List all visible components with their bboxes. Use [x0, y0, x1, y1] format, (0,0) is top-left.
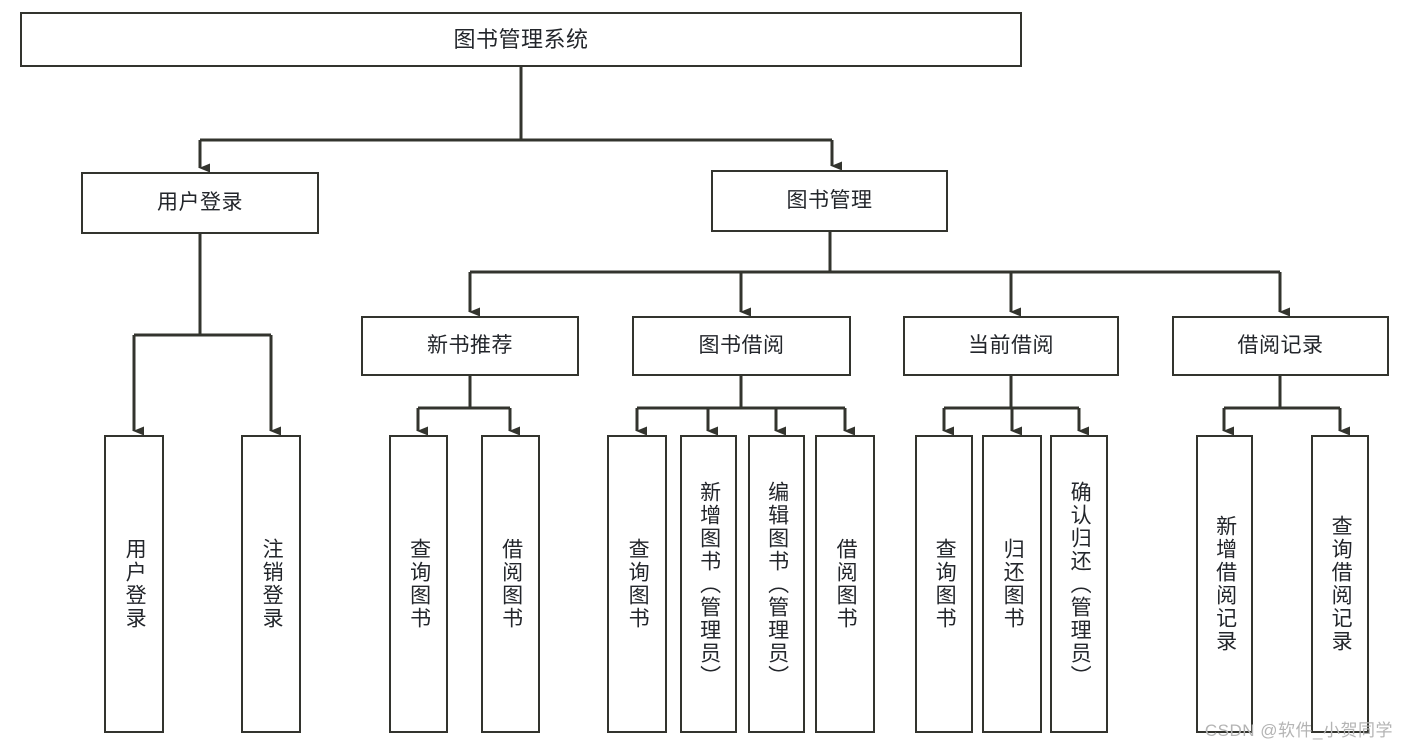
node-label-leaf-logout: 注销登录 — [260, 538, 284, 630]
node-label-leaf-return-book: 归还图书 — [1001, 538, 1025, 630]
node-label-leaf-query-record: 查询借阅记录 — [1329, 515, 1353, 653]
node-current-borrow[interactable]: 当前借阅 — [903, 316, 1119, 376]
node-new-book-recommend[interactable]: 新书推荐 — [361, 316, 579, 376]
node-user-login[interactable]: 用户登录 — [81, 172, 319, 234]
node-label-book-manage: 图书管理 — [786, 188, 873, 212]
node-label-root-system: 图书管理系统 — [453, 26, 589, 52]
node-leaf-query-book-2[interactable]: 查询图书 — [607, 435, 667, 733]
node-label-leaf-confirm-return: 确认归还（管理员） — [1068, 480, 1092, 688]
node-leaf-return-book[interactable]: 归还图书 — [982, 435, 1042, 733]
node-label-leaf-borrow-book-1: 借阅图书 — [499, 538, 523, 630]
node-label-borrow-record: 借阅记录 — [1237, 333, 1324, 357]
node-label-leaf-edit-book: 编辑图书（管理员） — [765, 480, 789, 688]
node-leaf-logout[interactable]: 注销登录 — [241, 435, 301, 733]
node-leaf-add-record[interactable]: 新增借阅记录 — [1196, 435, 1253, 733]
node-label-leaf-user-login: 用户登录 — [123, 538, 147, 630]
node-label-leaf-query-book-3: 查询图书 — [933, 538, 957, 630]
node-borrow-record[interactable]: 借阅记录 — [1172, 316, 1389, 376]
node-book-manage[interactable]: 图书管理 — [711, 170, 948, 232]
node-label-leaf-add-record: 新增借阅记录 — [1213, 515, 1237, 653]
node-label-book-borrow: 图书借阅 — [698, 333, 785, 357]
node-book-borrow[interactable]: 图书借阅 — [632, 316, 851, 376]
node-leaf-user-login[interactable]: 用户登录 — [104, 435, 164, 733]
node-leaf-confirm-return[interactable]: 确认归还（管理员） — [1050, 435, 1108, 733]
node-label-new-book-recommend: 新书推荐 — [427, 333, 513, 357]
node-leaf-add-book[interactable]: 新增图书（管理员） — [680, 435, 737, 733]
node-root-system[interactable]: 图书管理系统 — [20, 12, 1022, 67]
node-leaf-borrow-book-1[interactable]: 借阅图书 — [481, 435, 540, 733]
node-label-leaf-add-book: 新增图书（管理员） — [697, 480, 721, 688]
node-leaf-query-record[interactable]: 查询借阅记录 — [1311, 435, 1369, 733]
node-leaf-edit-book[interactable]: 编辑图书（管理员） — [748, 435, 805, 733]
node-leaf-query-book-1[interactable]: 查询图书 — [389, 435, 448, 733]
node-label-leaf-query-book-1: 查询图书 — [407, 538, 431, 630]
node-label-leaf-query-book-2: 查询图书 — [626, 538, 650, 630]
node-label-user-login: 用户登录 — [157, 190, 243, 214]
node-leaf-borrow-book-2[interactable]: 借阅图书 — [815, 435, 875, 733]
node-leaf-query-book-3[interactable]: 查询图书 — [915, 435, 973, 733]
node-label-current-borrow: 当前借阅 — [968, 333, 1054, 357]
node-label-leaf-borrow-book-2: 借阅图书 — [834, 538, 858, 630]
